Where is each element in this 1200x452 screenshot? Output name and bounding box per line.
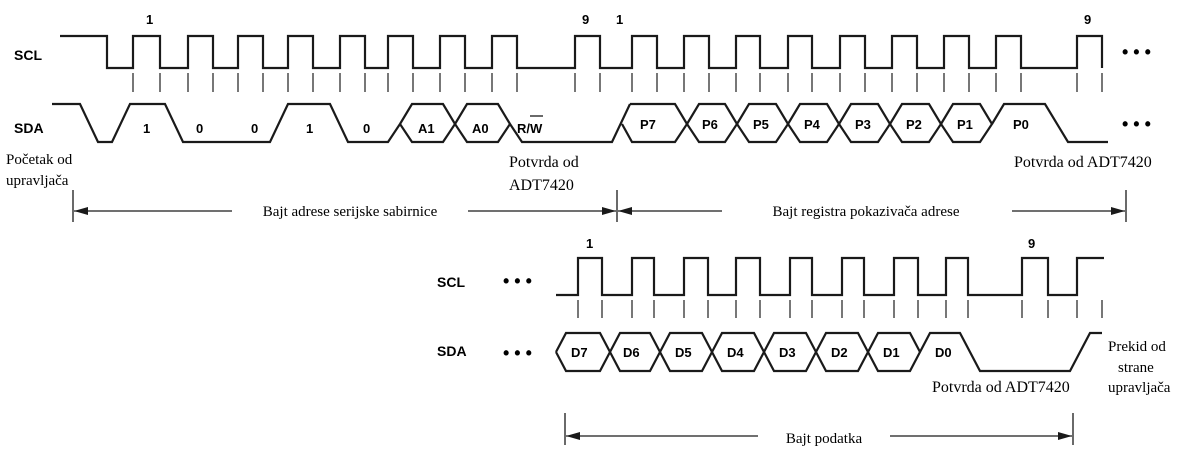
top-scl-waveform [60, 34, 1104, 70]
pointer-bit-label: P3 [855, 117, 871, 132]
rw-label-w: W [530, 121, 543, 136]
address-bit-label: 0 [251, 121, 258, 136]
bottom-ack-note: Potvrda od ADT7420 [932, 379, 1070, 396]
rw-bit-label: R/W [517, 115, 543, 136]
bottom-scl-waveform [556, 256, 1104, 297]
bottom-scl-ellipsis: • • • [503, 271, 532, 291]
top-sda-ellipsis: • • • [1122, 114, 1151, 134]
pointer-bit-label: P0 [1013, 117, 1029, 132]
data-bit-label: D7 [571, 345, 588, 360]
ack-mid-note-line1: Potvrda od [509, 154, 579, 171]
data-bit-label: D5 [675, 345, 692, 360]
bottom-clock-9: 9 [1028, 236, 1035, 251]
pointer-bit-label: P2 [906, 117, 922, 132]
bottom-data-bit-labels: D7 D6 D5 D4 D3 D2 D1 D0 [571, 345, 952, 360]
svg-text:R/W: R/W [517, 121, 543, 136]
data-byte-span-arrow: Bajt podatka [564, 413, 1074, 447]
top-sda-pointer-waveform [621, 102, 1108, 144]
stop-condition-note-line2: strane [1118, 360, 1154, 376]
top-pointer-bit-labels: P7 P6 P5 P4 P3 P2 P1 P0 [640, 117, 1029, 132]
address-bit-label: 0 [196, 121, 203, 136]
stop-condition-note-line1: Prekid od [1108, 339, 1166, 355]
top-clock-1-second: 1 [616, 12, 623, 27]
pointer-bit-label: P7 [640, 117, 656, 132]
bottom-sda-waveform [555, 331, 1102, 373]
pointer-bit-label: P6 [702, 117, 718, 132]
bottom-sda-ellipsis: • • • [503, 343, 532, 363]
top-scl-label: SCL [14, 47, 42, 63]
stop-condition-note-line3: upravljača [1108, 380, 1171, 396]
pointer-bit-label: P1 [957, 117, 973, 132]
top-sda-address-waveform [52, 102, 631, 144]
pointer-bit-label: P4 [804, 117, 821, 132]
address-bit-label: A0 [472, 121, 489, 136]
top-clock-ticks [132, 73, 1103, 92]
bottom-timing-section: SCL SDA • • • • • • 1 9 [437, 236, 1171, 447]
pointer-bit-label: P5 [753, 117, 769, 132]
data-byte-span-label: Bajt podatka [786, 431, 863, 447]
bottom-clock-1: 1 [586, 236, 593, 251]
data-bit-label: D3 [779, 345, 796, 360]
top-scl-ellipsis: • • • [1122, 42, 1151, 62]
data-bit-label: D1 [883, 345, 900, 360]
address-bit-label: 0 [363, 121, 370, 136]
address-byte-span-arrow: Bajt adrese serijske sabirnice [72, 190, 618, 222]
top-address-bit-labels: 1 0 0 1 0 A1 A0 [143, 121, 489, 136]
data-bit-label: D4 [727, 345, 744, 360]
bottom-scl-label: SCL [437, 274, 465, 290]
ack-end-note: Potvrda od ADT7420 [1014, 154, 1152, 171]
bottom-clock-ticks [577, 300, 1103, 318]
top-clock-1-first: 1 [146, 12, 153, 27]
top-clock-9-first: 9 [582, 12, 589, 27]
ack-mid-note-line2: ADT7420 [509, 177, 574, 194]
address-byte-span-label: Bajt adrese serijske sabirnice [263, 204, 438, 220]
top-sda-label: SDA [14, 120, 44, 136]
address-bit-label: 1 [306, 121, 313, 136]
data-bit-label: D2 [831, 345, 848, 360]
pointer-byte-span-arrow: Bajt registra pokazivača adrese [618, 190, 1127, 222]
start-condition-note-line1: Početak od [6, 152, 73, 168]
data-bit-label: D6 [623, 345, 640, 360]
top-clock-9-second: 9 [1084, 12, 1091, 27]
rw-label-r: R/ [517, 121, 530, 136]
data-bit-label: D0 [935, 345, 952, 360]
bottom-sda-label: SDA [437, 343, 467, 359]
address-bit-label: A1 [418, 121, 435, 136]
address-bit-label: 1 [143, 121, 150, 136]
start-condition-note-line2: upravljača [6, 173, 69, 189]
top-timing-section: SCL SDA 1 9 1 9 [6, 12, 1152, 222]
pointer-byte-span-label: Bajt registra pokazivača adrese [773, 204, 960, 220]
